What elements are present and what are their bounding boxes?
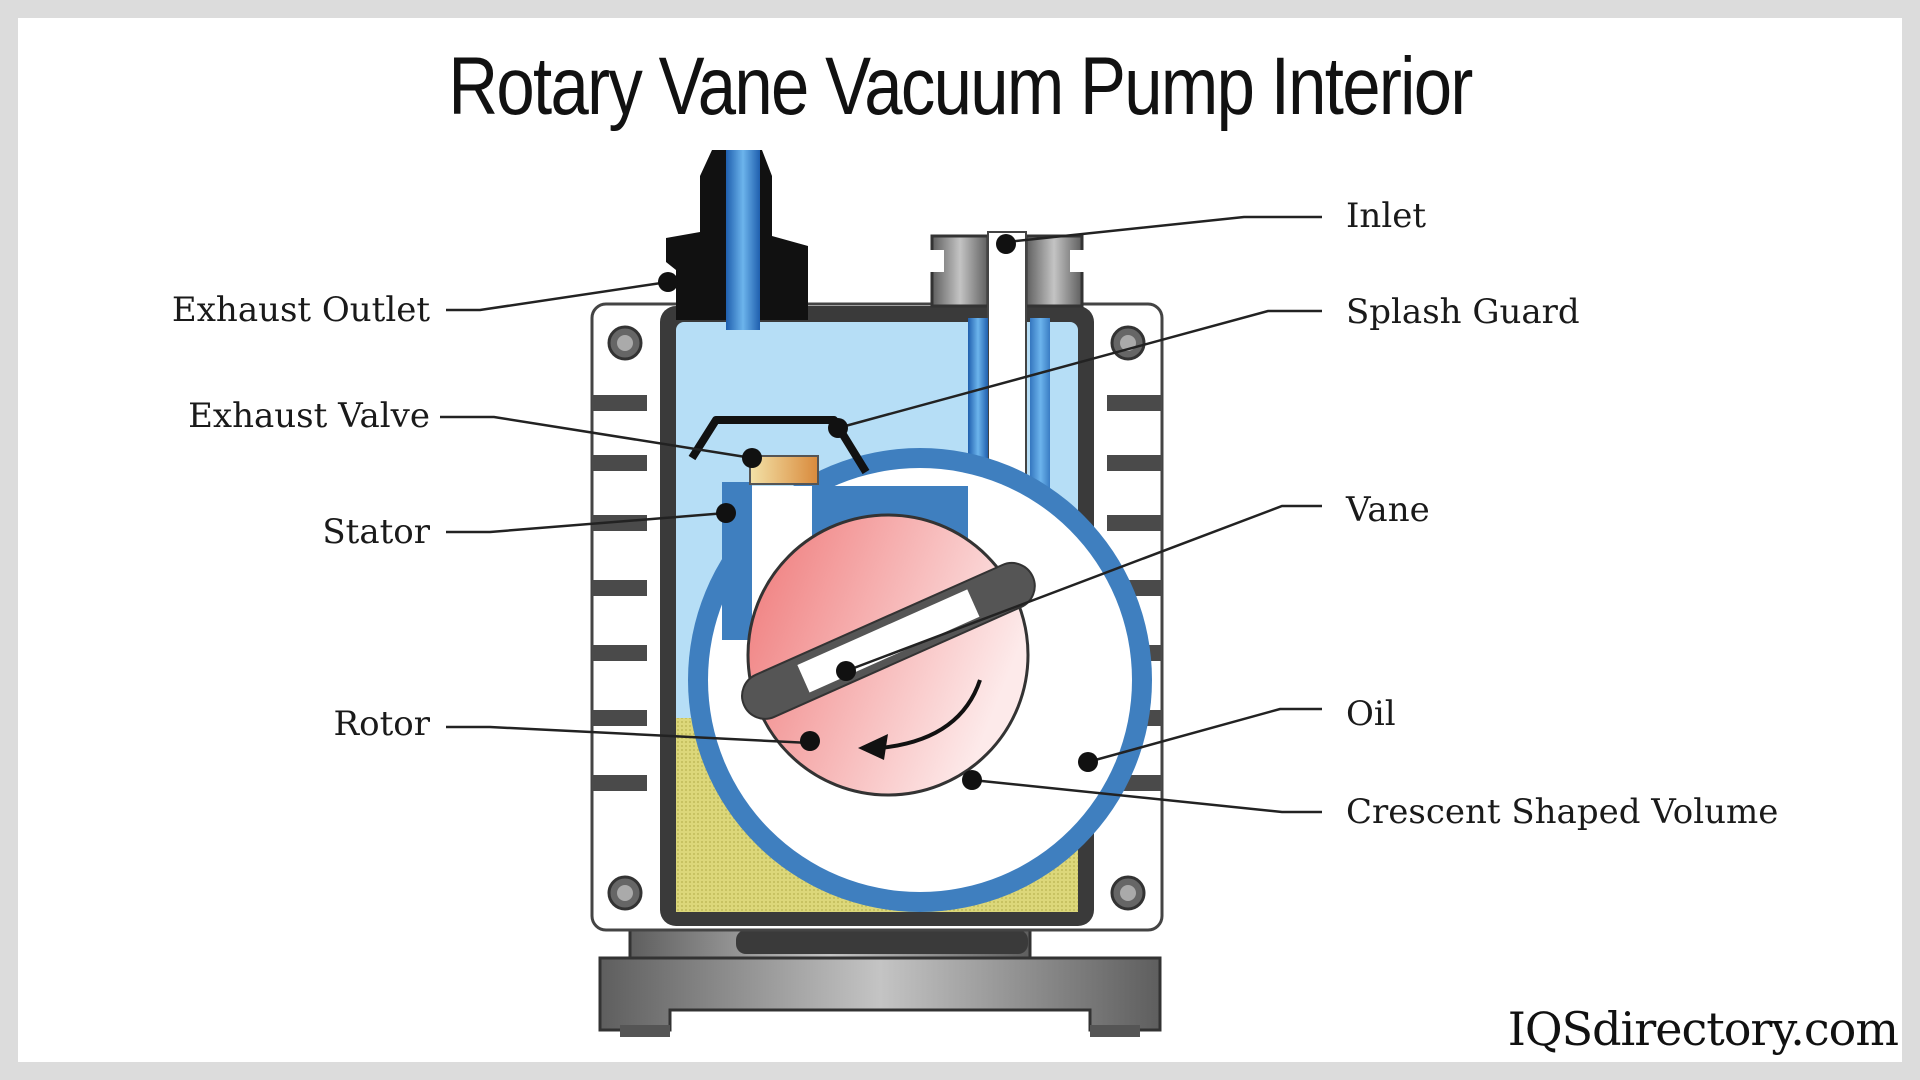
- diagram-title: Rotary Vane Vacuum Pump Interior: [448, 41, 1473, 132]
- label-oil: Oil: [1346, 694, 1396, 734]
- label-exhaust-valve: Exhaust Valve: [188, 396, 430, 436]
- exhaust-outlet: [666, 150, 808, 330]
- label-inlet: Inlet: [1346, 196, 1426, 236]
- bolt-icon: [607, 325, 1146, 911]
- label-splash-guard: Splash Guard: [1346, 292, 1580, 332]
- leader-dots: [658, 234, 1098, 790]
- splash-guard: [688, 416, 870, 475]
- pump-base: [598, 926, 1162, 1037]
- label-crescent-volume: Crescent Shaped Volume: [1346, 792, 1779, 832]
- label-rotor: Rotor: [333, 704, 430, 744]
- label-exhaust-outlet: Exhaust Outlet: [171, 290, 430, 330]
- label-stator: Stator: [322, 512, 430, 552]
- label-vane: Vane: [1346, 490, 1430, 530]
- brand-watermark: IQSdirectory.com: [1507, 1002, 1899, 1056]
- leader-lines: [440, 215, 1322, 814]
